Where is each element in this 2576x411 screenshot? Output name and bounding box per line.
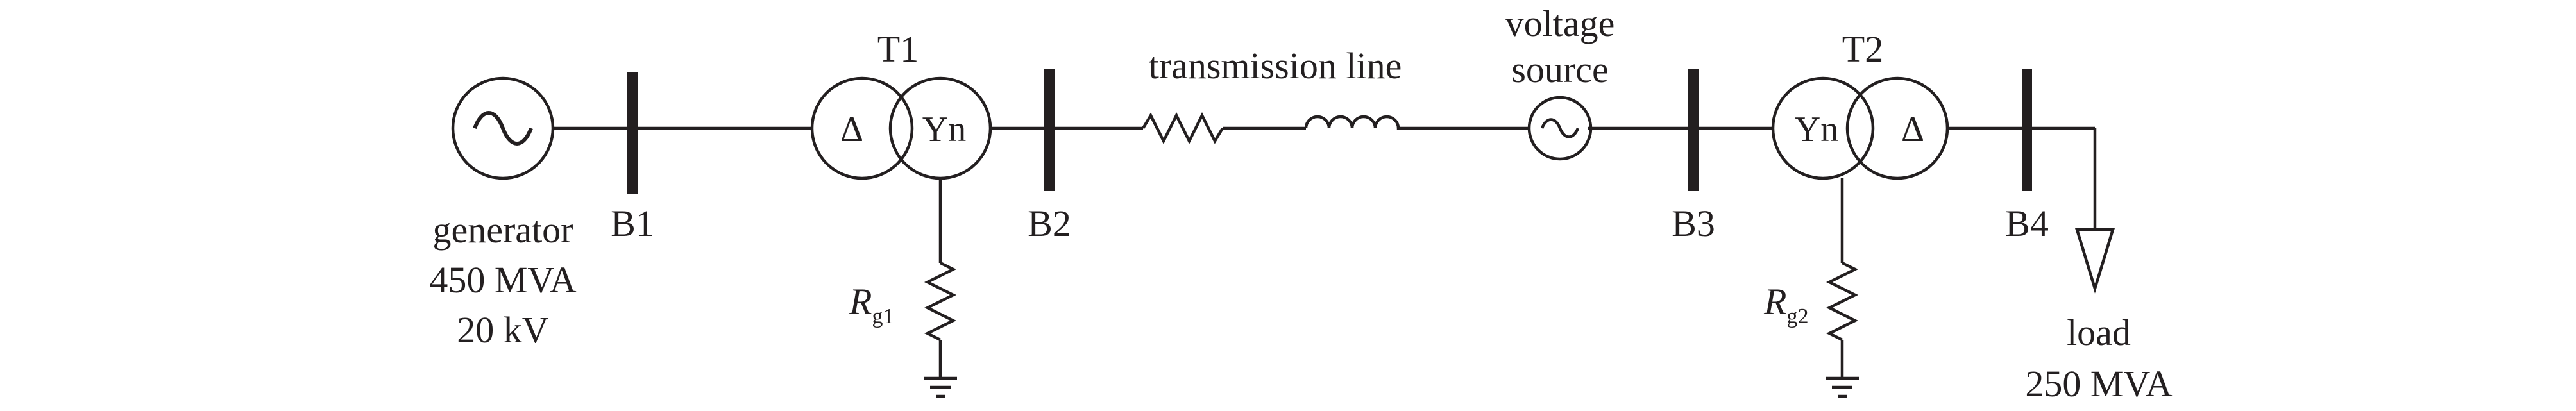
- voltage-source-symbol: [1527, 96, 1593, 161]
- generator-rating: 450 MVA: [429, 259, 576, 301]
- transmission-line-label: transmission line: [1149, 45, 1402, 87]
- rg1-resistor: [924, 261, 957, 342]
- rg2-resistor: [1826, 261, 1859, 342]
- t2-yn-symbol: Yn: [1795, 110, 1838, 149]
- voltage-source-label-line2: source: [1511, 49, 1608, 90]
- t2-label: T2: [1842, 28, 1883, 70]
- generator-symbol: [451, 76, 555, 180]
- bus-b1-label: B1: [611, 203, 654, 244]
- ground-icon-2: [1826, 376, 1859, 398]
- bus-b2-label: B2: [1028, 203, 1071, 244]
- generator-voltage: 20 kV: [457, 309, 549, 351]
- voltage-source-label-line1: voltage: [1505, 3, 1615, 44]
- rg1-label: Rg1: [849, 281, 894, 328]
- load-arrow-icon: [2074, 228, 2115, 294]
- t1-delta-symbol: Δ: [840, 110, 863, 149]
- ground-icon-1: [924, 376, 957, 398]
- t2-secondary-winding: [1845, 76, 1949, 180]
- t1-label: T1: [877, 28, 919, 70]
- generator-label: generator: [433, 209, 573, 251]
- line-resistor: [1142, 112, 1224, 145]
- rg2-label: Rg2: [1763, 281, 1808, 328]
- t1-yn-symbol: Yn: [922, 110, 966, 149]
- bus-b3-label: B3: [1672, 203, 1715, 244]
- bus-b4-label: B4: [2005, 203, 2049, 244]
- load-rating: 250 MVA: [2025, 363, 2172, 405]
- line-inductor: [1304, 115, 1402, 130]
- load-label: load: [2067, 312, 2131, 353]
- t2-delta-symbol: Δ: [1901, 110, 1924, 149]
- t1-primary-winding: [810, 76, 914, 180]
- t2-primary-winding: [1771, 76, 1875, 180]
